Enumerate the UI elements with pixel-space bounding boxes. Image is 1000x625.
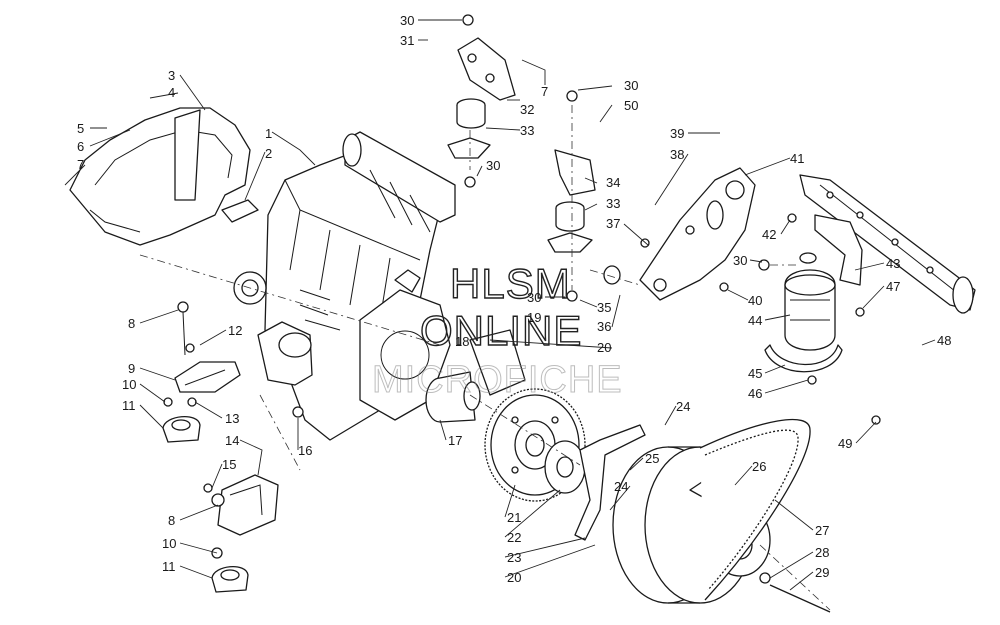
callout-18: 18 (455, 334, 469, 349)
callout-36: 36 (597, 319, 611, 334)
callout-2: 2 (265, 146, 272, 161)
callout-19: 19 (527, 310, 541, 325)
callout-24: 24 (614, 479, 628, 494)
callout-17: 17 (448, 433, 462, 448)
callout-37: 37 (606, 216, 620, 231)
callout-25: 25 (645, 451, 659, 466)
left-front-mount (162, 301, 241, 443)
watermark-microfiche: MICROFICHE (372, 359, 623, 401)
callout-35: 35 (597, 300, 611, 315)
callout-8: 8 (168, 513, 175, 528)
callout-15: 15 (222, 457, 236, 472)
fuel-filter-assembly (764, 213, 863, 385)
callout-33: 33 (606, 196, 620, 211)
callout-34: 34 (606, 175, 620, 190)
engine-block (233, 131, 456, 441)
watermark: HLSM ONLINE MICROFICHE (372, 259, 623, 401)
callout-16: 16 (298, 443, 312, 458)
alignment-lines (139, 105, 831, 611)
callout-7: 7 (77, 157, 84, 172)
callout-44: 44 (748, 313, 762, 328)
callout-43: 43 (886, 256, 900, 271)
callout-14: 14 (225, 433, 239, 448)
nut-16 (292, 406, 304, 418)
callout-7: 7 (541, 84, 548, 99)
callout-11: 11 (162, 559, 176, 574)
callout-42: 42 (762, 227, 776, 242)
callout-45: 45 (748, 366, 762, 381)
callout-11: 11 (122, 398, 136, 413)
watermark-online: ONLINE (420, 307, 582, 354)
drive-plate (544, 440, 586, 494)
callout-13: 13 (225, 411, 239, 426)
callout-48: 48 (937, 333, 951, 348)
leader-lines (64, 19, 936, 591)
callout-46: 46 (748, 386, 762, 401)
callout-40: 40 (748, 293, 762, 308)
callout-26: 26 (752, 459, 766, 474)
callout-4: 4 (168, 85, 175, 100)
callout-38: 38 (670, 147, 684, 162)
bracket-23 (574, 424, 646, 541)
callout-10: 10 (122, 377, 136, 392)
drive-belt (699, 418, 811, 601)
callout-41: 41 (790, 151, 804, 166)
callout-3: 3 (168, 68, 175, 83)
callout-1: 1 (265, 126, 272, 141)
fuel-hose (855, 307, 929, 425)
callout-50: 50 (624, 98, 638, 113)
callout-labels: 30 31 7 32 33 30 30 50 34 33 37 30 19 35… (77, 13, 951, 585)
torque-bracket (603, 167, 770, 301)
callout-22: 22 (507, 530, 521, 545)
callout-28: 28 (815, 545, 829, 560)
callout-5: 5 (77, 121, 84, 136)
callout-8: 8 (128, 316, 135, 331)
callout-30: 30 (624, 78, 638, 93)
callout-20: 20 (597, 340, 611, 355)
bracket-2 (221, 199, 259, 223)
rear-engine-mount (547, 90, 596, 302)
callout-21: 21 (507, 510, 521, 525)
callout-29: 29 (815, 565, 829, 580)
callout-20: 20 (507, 570, 521, 585)
callout-30: 30 (400, 13, 414, 28)
callout-49: 49 (838, 436, 852, 451)
belt-guard (69, 107, 251, 246)
callout-23: 23 (507, 550, 521, 565)
callout-27: 27 (815, 523, 829, 538)
frame-rail (799, 174, 976, 314)
callout-12: 12 (228, 323, 242, 338)
callout-30: 30 (486, 158, 500, 173)
callout-9: 9 (128, 361, 135, 376)
callout-6: 6 (77, 139, 84, 154)
upper-engine-mount (447, 14, 516, 188)
callout-32: 32 (520, 102, 534, 117)
right-front-mount (203, 474, 279, 593)
callout-47: 47 (886, 279, 900, 294)
callout-39: 39 (670, 126, 684, 141)
callout-24: 24 (676, 399, 690, 414)
callout-33: 33 (520, 123, 534, 138)
callout-30: 30 (527, 290, 541, 305)
callout-10: 10 (162, 536, 176, 551)
callout-31: 31 (400, 33, 414, 48)
callout-30: 30 (733, 253, 747, 268)
watermark-hlsm: HLSM (450, 260, 571, 307)
drive-hub (425, 329, 526, 423)
